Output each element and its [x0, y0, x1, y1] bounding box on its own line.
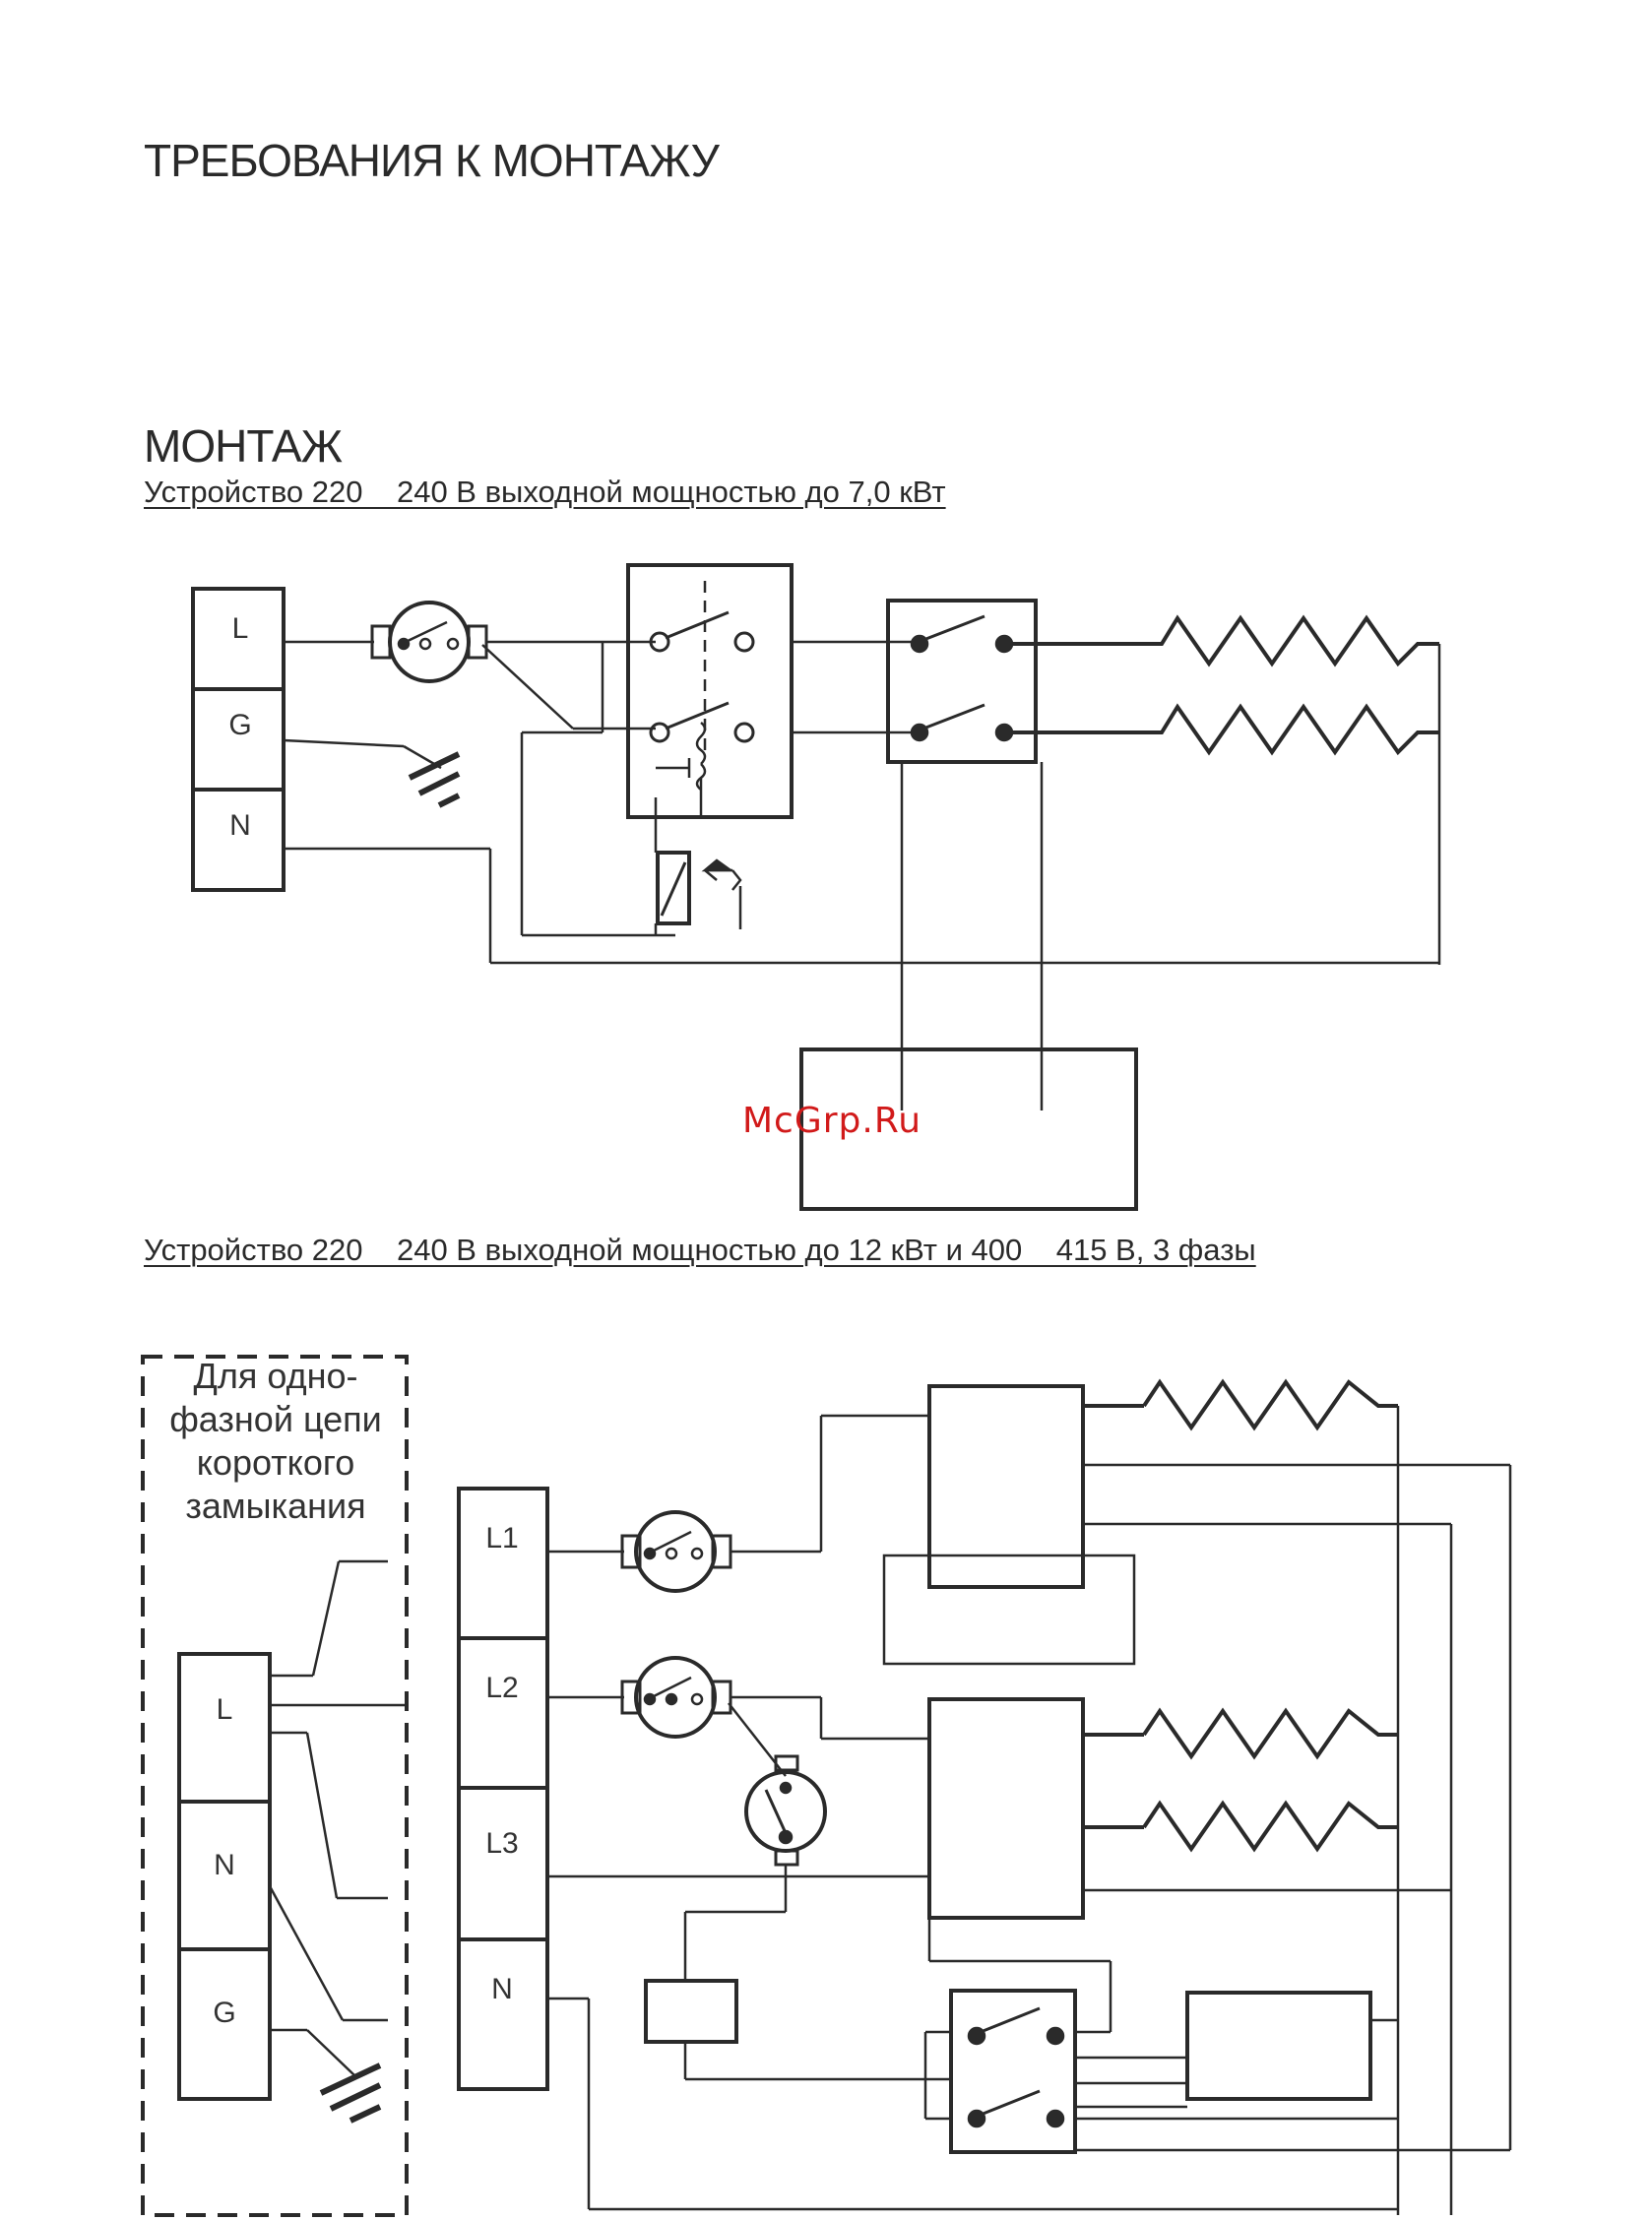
heating-element-2	[1152, 707, 1439, 752]
terminal-label-n: N	[491, 1973, 513, 2005]
ground-icon	[270, 2030, 380, 2121]
control-unit-box-2	[1187, 1993, 1370, 2099]
terminal-label-n: N	[229, 809, 251, 842]
terminal-label-g: G	[228, 709, 251, 741]
terminal-label-l3: L3	[485, 1827, 518, 1860]
relay-coil-box	[646, 1981, 736, 2042]
contactor-box	[888, 601, 1036, 762]
contactor-lower-box	[929, 1699, 1083, 1918]
terminal-label-g: G	[213, 1997, 235, 2029]
thermal-cutout-l2-icon	[622, 1658, 731, 1737]
note-line-3: короткого	[197, 1442, 354, 1483]
terminal-label-l: L	[217, 1693, 233, 1726]
terminal-label-n: N	[214, 1849, 235, 1881]
heating-element-3	[1144, 1382, 1398, 1428]
relay-box	[628, 565, 792, 817]
thermal-cutout-l1-icon	[622, 1512, 731, 1591]
ground-icon	[284, 740, 459, 805]
note-line-2: фазной цепи	[169, 1399, 382, 1439]
thermistor-icon	[658, 853, 740, 929]
note-line-4: замыкания	[185, 1486, 365, 1526]
heating-element-4	[1144, 1711, 1398, 1756]
relay-switch-box	[951, 1991, 1075, 2152]
terminal-label-l2: L2	[485, 1672, 518, 1704]
heating-element-5	[1144, 1804, 1398, 1849]
contactor-upper-box	[929, 1386, 1083, 1587]
pressure-switch-icon	[746, 1756, 825, 1865]
bypass-loop	[884, 1555, 1134, 1664]
thermal-cutout-icon	[372, 603, 486, 681]
heating-element-1	[1152, 618, 1439, 664]
terminal-label-l: L	[232, 612, 249, 645]
watermark: McGrp.Ru	[742, 1101, 921, 1141]
terminal-label-l1: L1	[485, 1522, 518, 1555]
note-line-1: Для одно-	[193, 1356, 357, 1396]
